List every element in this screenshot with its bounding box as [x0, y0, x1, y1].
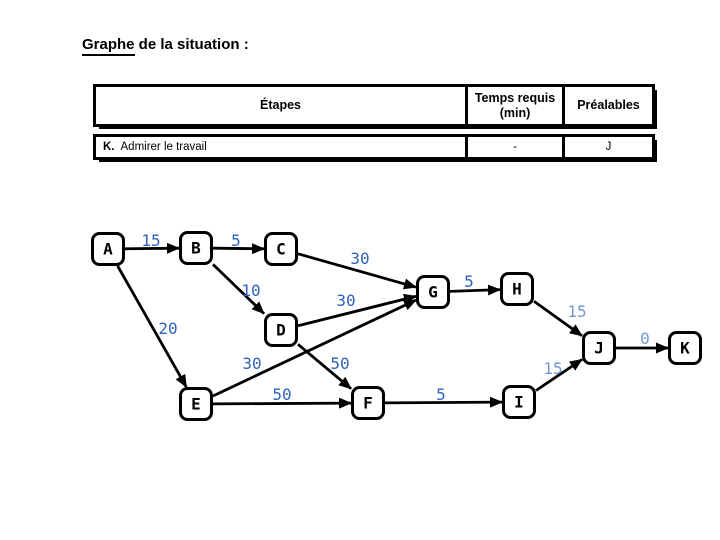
- edge-label-C-G: 30: [350, 249, 369, 268]
- node-label-I: I: [514, 393, 524, 412]
- edge-G-H: [449, 284, 501, 296]
- edge-label-J-K: 0: [640, 329, 650, 348]
- node-A: A: [91, 232, 125, 266]
- node-label-A: A: [103, 240, 113, 259]
- row-k-prealables: J: [605, 141, 612, 153]
- edge-B-C: [212, 243, 265, 255]
- node-label-F: F: [363, 394, 373, 413]
- title-underlined-word: Graphe: [82, 36, 135, 56]
- edge-label-D-F: 50: [330, 354, 349, 373]
- node-H: H: [500, 272, 534, 306]
- node-label-K: K: [680, 339, 690, 358]
- edge-label-G-H: 5: [464, 272, 474, 291]
- edge-label-A-E: 20: [158, 319, 177, 338]
- steps-table-header-row: Étapes Temps requis (min) Préalables: [93, 84, 655, 127]
- node-E: E: [179, 387, 213, 421]
- node-label-H: H: [512, 280, 522, 299]
- edge-I-J: [535, 358, 583, 392]
- edge-C-G: [297, 252, 417, 290]
- edge-A-B: [124, 242, 180, 254]
- edge-label-B-D: 10: [241, 281, 260, 300]
- node-label-E: E: [191, 395, 201, 414]
- node-I: I: [502, 385, 536, 419]
- edge-B-D: [212, 263, 265, 315]
- temps-requis-line2: (min): [499, 105, 531, 120]
- row-k-code: K.: [103, 141, 115, 153]
- column-header-prealables: Préalables: [577, 98, 640, 112]
- node-G: G: [416, 275, 450, 309]
- edge-H-J: [533, 300, 583, 337]
- node-label-G: G: [428, 283, 438, 302]
- edge-label-E-F: 50: [272, 385, 291, 404]
- title-rest: de la situation :: [134, 36, 249, 53]
- column-header-temps-requis: Temps requis (min): [465, 87, 565, 124]
- edge-F-I: [384, 396, 503, 408]
- node-K: K: [668, 331, 702, 365]
- row-k-label: Admirer le travail: [120, 141, 207, 153]
- temps-requis-line1: Temps requis: [474, 90, 556, 105]
- edge-E-F: [212, 397, 352, 409]
- page-title: Graphe de la situation :: [82, 36, 249, 56]
- column-header-etapes: Étapes: [260, 98, 301, 112]
- node-label-D: D: [276, 321, 286, 340]
- node-D: D: [264, 313, 298, 347]
- row-k-temps: -: [465, 137, 565, 157]
- node-label-C: C: [276, 240, 286, 259]
- edge-D-F: [297, 343, 352, 390]
- edge-label-F-I: 5: [436, 385, 446, 404]
- edge-label-A-B: 15: [141, 231, 160, 250]
- node-label-J: J: [594, 339, 604, 358]
- row-k-etape: K. Admirer le travail: [96, 137, 465, 157]
- node-F: F: [351, 386, 385, 420]
- table-row-k: K. Admirer le travail - J: [93, 134, 655, 160]
- node-C: C: [264, 232, 298, 266]
- node-label-B: B: [191, 239, 201, 258]
- node-B: B: [179, 231, 213, 265]
- node-J: J: [582, 331, 616, 365]
- edge-label-E-G: 30: [242, 354, 261, 373]
- edge-D-G: [297, 293, 417, 328]
- edge-label-D-G: 30: [336, 291, 355, 310]
- edge-label-I-J: 15: [543, 359, 562, 378]
- edge-label-H-J: 15: [567, 302, 586, 321]
- edge-E-G: [212, 298, 417, 398]
- edge-label-B-C: 5: [231, 231, 241, 250]
- edge-A-E: [116, 265, 188, 388]
